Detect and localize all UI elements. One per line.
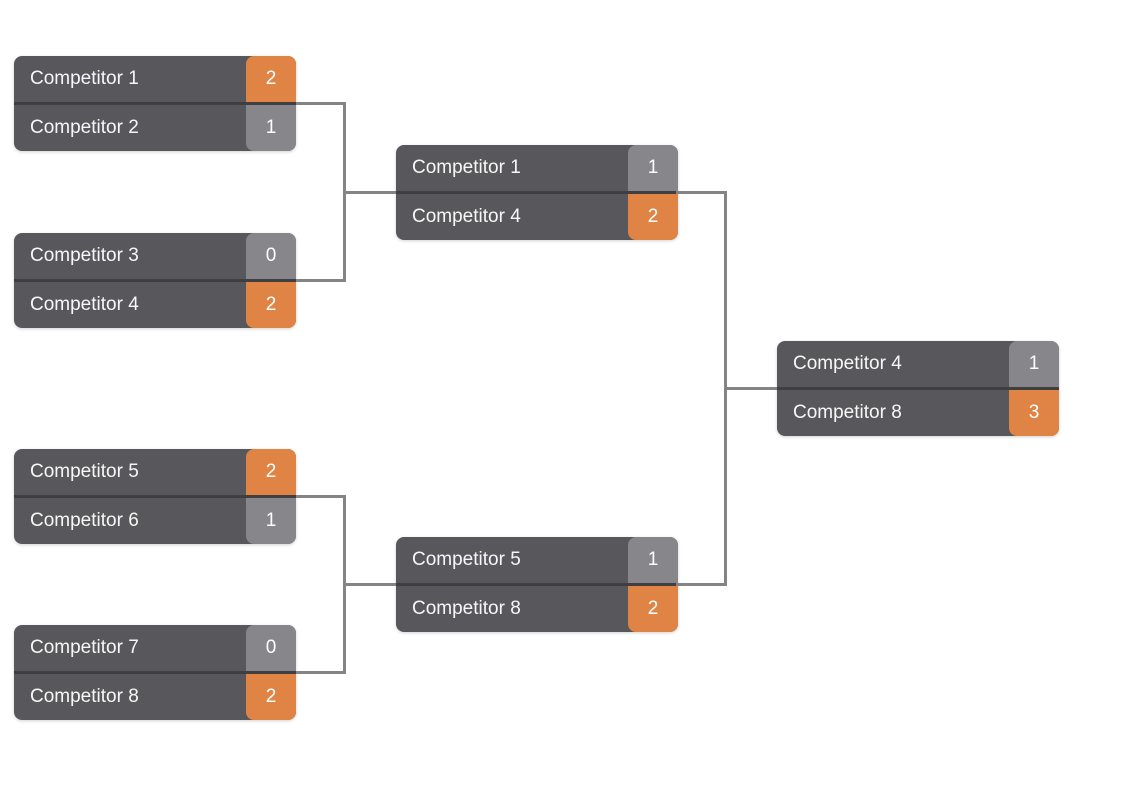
match-divider (396, 191, 678, 194)
match-divider (396, 583, 678, 586)
match-divider (14, 102, 296, 105)
score-badge: 2 (246, 282, 296, 328)
round2-match1: Competitor 1 1 Competitor 4 2 (396, 145, 678, 240)
round1-match2: Competitor 3 0 Competitor 4 2 (14, 233, 296, 328)
competitor-slot: Competitor 4 1 (777, 341, 1059, 387)
connector-line (296, 279, 346, 282)
competitor-slot: Competitor 8 3 (777, 390, 1059, 436)
score-badge: 2 (628, 194, 678, 240)
competitor-slot: Competitor 3 0 (14, 233, 296, 279)
competitor-name: Competitor 4 (793, 353, 902, 374)
competitor-name: Competitor 1 (30, 68, 139, 89)
competitor-slot: Competitor 6 1 (14, 498, 296, 544)
competitor-name: Competitor 2 (30, 117, 139, 138)
competitor-slot: Competitor 4 2 (14, 282, 296, 328)
score-badge: 2 (628, 586, 678, 632)
connector-line (724, 387, 777, 390)
connector-line (343, 191, 396, 194)
score-badge: 2 (246, 449, 296, 495)
final-match: Competitor 4 1 Competitor 8 3 (777, 341, 1059, 436)
competitor-name: Competitor 8 (412, 598, 521, 619)
score-badge: 1 (246, 105, 296, 151)
match-divider (14, 279, 296, 282)
competitor-slot: Competitor 8 2 (396, 586, 678, 632)
score-badge: 0 (246, 625, 296, 671)
competitor-slot: Competitor 7 0 (14, 625, 296, 671)
connector-line (296, 495, 346, 498)
competitor-name: Competitor 7 (30, 637, 139, 658)
competitor-slot: Competitor 8 2 (14, 674, 296, 720)
score-badge: 2 (246, 56, 296, 102)
score-badge: 2 (246, 674, 296, 720)
competitor-slot: Competitor 2 1 (14, 105, 296, 151)
connector-line (296, 102, 346, 105)
connector-line (676, 583, 727, 586)
score-badge: 3 (1009, 390, 1059, 436)
competitor-name: Competitor 6 (30, 510, 139, 531)
competitor-name: Competitor 8 (793, 402, 902, 423)
connector-line (296, 671, 346, 674)
score-badge: 1 (628, 145, 678, 191)
competitor-name: Competitor 4 (412, 206, 521, 227)
competitor-name: Competitor 5 (30, 461, 139, 482)
score-badge: 1 (246, 498, 296, 544)
round1-match3: Competitor 5 2 Competitor 6 1 (14, 449, 296, 544)
connector-line (343, 583, 396, 586)
score-badge: 1 (628, 537, 678, 583)
competitor-name: Competitor 3 (30, 245, 139, 266)
competitor-slot: Competitor 1 2 (14, 56, 296, 102)
competitor-name: Competitor 8 (30, 686, 139, 707)
round1-match4: Competitor 7 0 Competitor 8 2 (14, 625, 296, 720)
competitor-slot: Competitor 4 2 (396, 194, 678, 240)
competitor-slot: Competitor 5 2 (14, 449, 296, 495)
competitor-name: Competitor 4 (30, 294, 139, 315)
competitor-slot: Competitor 5 1 (396, 537, 678, 583)
match-divider (14, 495, 296, 498)
match-divider (777, 387, 1059, 390)
score-badge: 1 (1009, 341, 1059, 387)
score-badge: 0 (246, 233, 296, 279)
competitor-name: Competitor 5 (412, 549, 521, 570)
competitor-slot: Competitor 1 1 (396, 145, 678, 191)
connector-line (676, 191, 727, 194)
competitor-name: Competitor 1 (412, 157, 521, 178)
round1-match1: Competitor 1 2 Competitor 2 1 (14, 56, 296, 151)
round2-match2: Competitor 5 1 Competitor 8 2 (396, 537, 678, 632)
match-divider (14, 671, 296, 674)
